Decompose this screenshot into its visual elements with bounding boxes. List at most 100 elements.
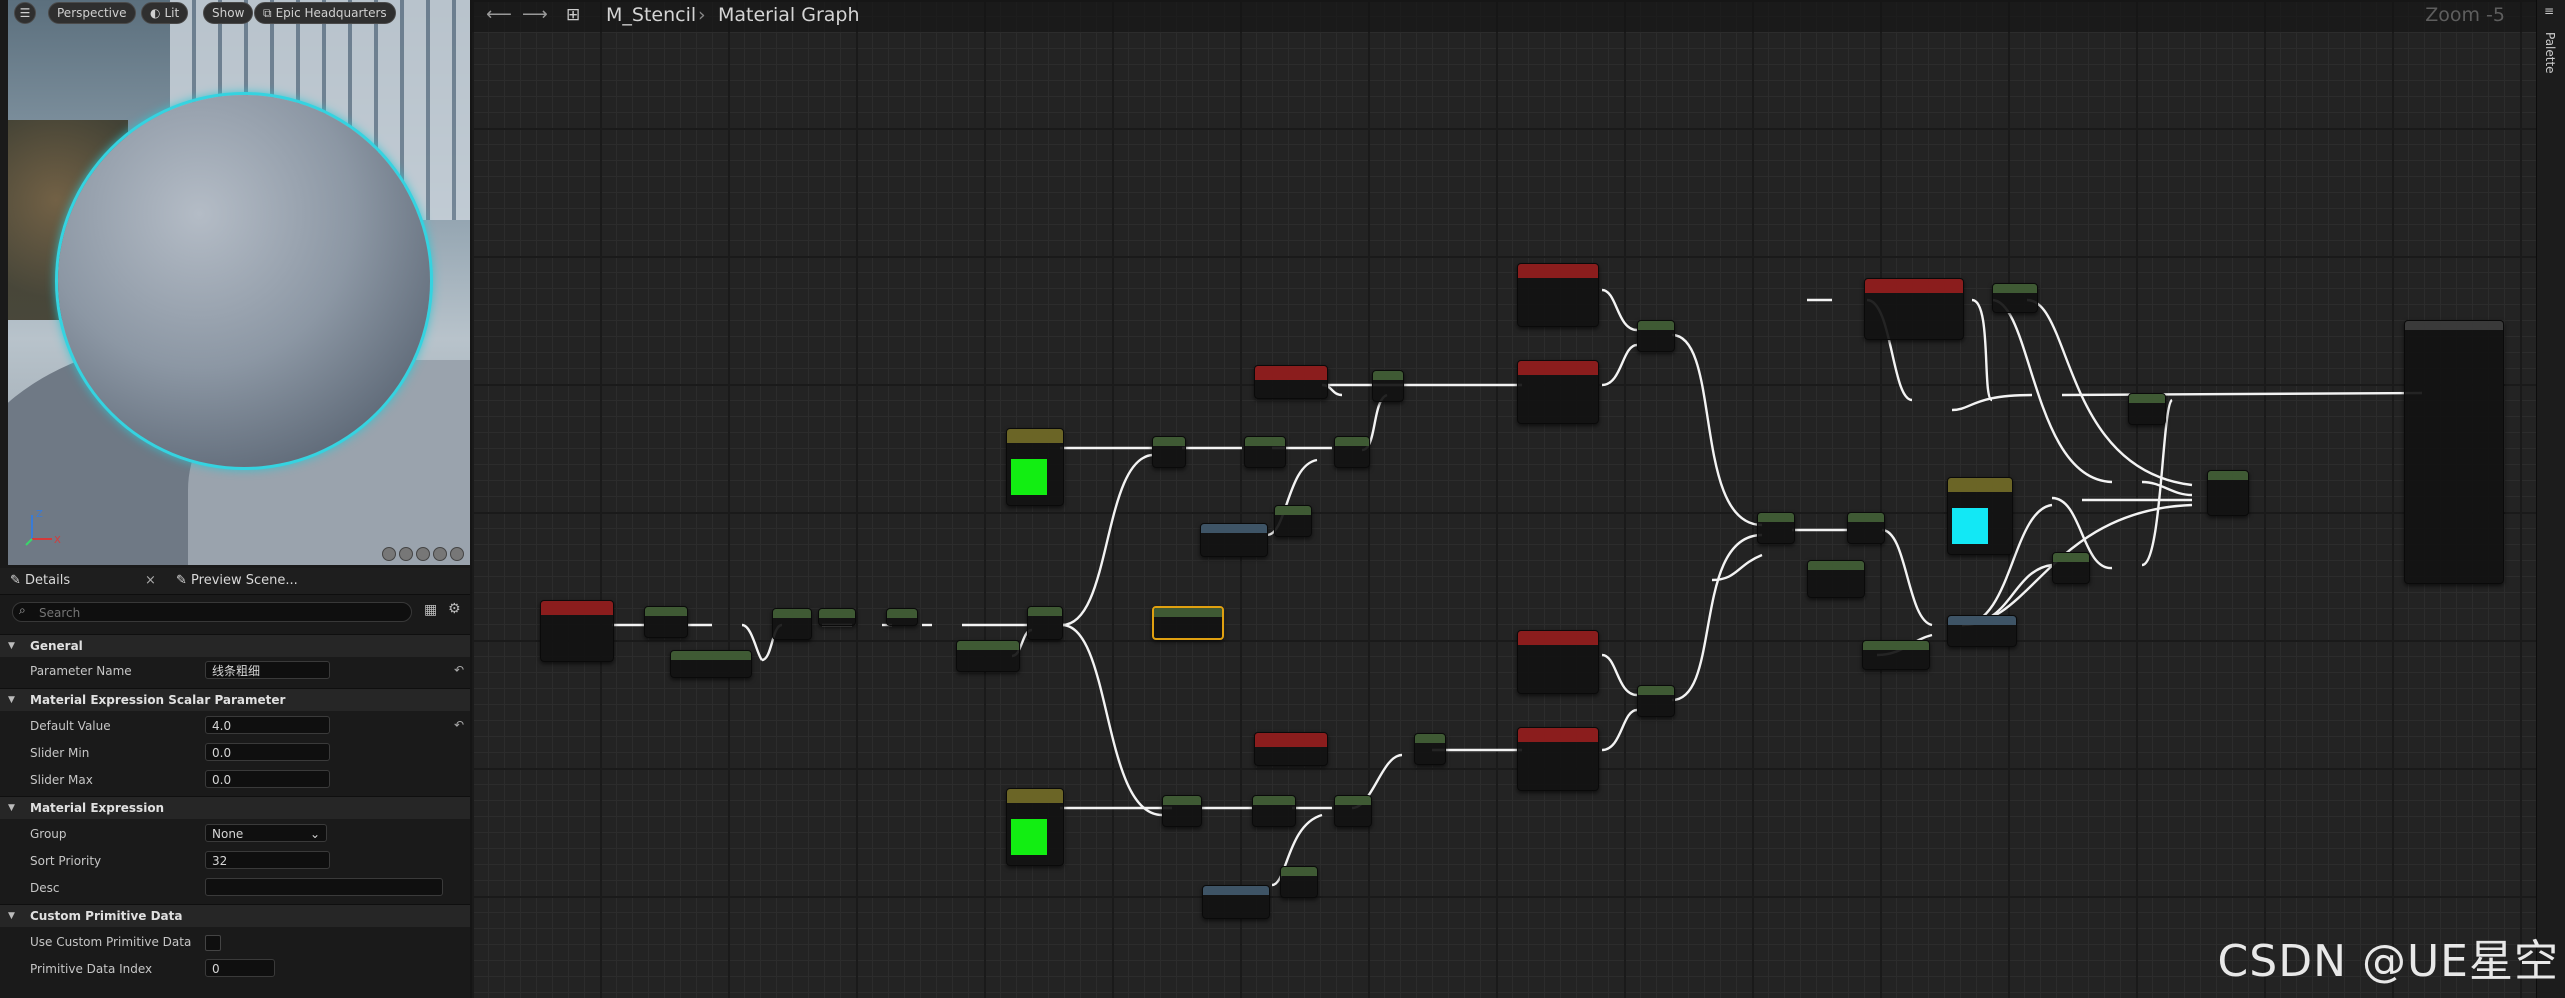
search-icon: ⌕ [19, 603, 26, 617]
node-material-output[interactable] [2404, 320, 2504, 584]
node-saturate[interactable] [818, 608, 856, 626]
table-view-icon[interactable]: ▦ [424, 602, 438, 618]
breadcrumb-separator-icon: › [698, 4, 706, 26]
reset-arrow-icon[interactable]: ↶ [454, 718, 465, 732]
collapse-arrow-icon: ▼ [8, 695, 15, 705]
node-mask[interactable] [1992, 283, 2038, 313]
node-lerp[interactable] [2128, 393, 2166, 425]
slider-min-field[interactable]: 0.0 [205, 743, 330, 761]
node-vector-parameter-top[interactable] [1006, 428, 1064, 506]
forward-arrow-icon[interactable]: ⟶ [522, 4, 548, 25]
preview-shape-toolbar [382, 547, 464, 561]
node-vector-parameter-bottom[interactable] [1006, 788, 1064, 866]
cylinder-shape-icon[interactable] [382, 547, 396, 561]
material-graph-icon: ⊞ [566, 5, 581, 25]
node-divide-bottom[interactable] [1280, 866, 1318, 898]
palette-sidebar[interactable]: Palette ≡ [2536, 0, 2565, 998]
node-scene-texture-1[interactable] [1517, 263, 1599, 327]
node-add-top[interactable] [1334, 436, 1370, 468]
section-scalar-parameter[interactable]: ▼ Material Expression Scalar Parameter [0, 688, 470, 711]
node-scalar-parameter[interactable] [670, 650, 752, 678]
node-add-bottom-2[interactable] [1414, 733, 1446, 765]
primitive-data-index-field[interactable]: 0 [205, 959, 275, 977]
green-swatch [1011, 459, 1047, 495]
panel-tabs: ✎ Details × ✎ Preview Scene... [0, 568, 470, 595]
tab-preview-scene[interactable]: ✎ Preview Scene... [176, 573, 298, 588]
watermark-text: CSDN @UE星空 [2217, 936, 2559, 987]
preview-sphere [58, 95, 430, 467]
details-search[interactable]: ⌕ [12, 602, 412, 622]
node-multiply-2[interactable] [1027, 606, 1063, 640]
node-scene-texture-scene-depth[interactable] [540, 600, 614, 662]
node-custom-expression[interactable] [1947, 615, 2017, 647]
node-scalar-param-2[interactable] [956, 640, 1020, 672]
details-close-icon[interactable]: × [145, 573, 156, 588]
node-vector-parameter-cyan[interactable] [1947, 477, 2013, 555]
section-material-expression[interactable]: ▼ Material Expression [0, 796, 470, 819]
row-sort-priority: Sort Priority 32 [0, 847, 470, 874]
row-primitive-data-index: Primitive Data Index 0 [0, 955, 470, 982]
parameter-name-field[interactable]: 线条粗细 [205, 661, 330, 679]
node-scene-texture-2[interactable] [1517, 360, 1599, 424]
node-add-bottom[interactable] [1334, 795, 1372, 827]
scene-button[interactable]: ⧉ Epic Headquarters [254, 2, 396, 24]
back-arrow-icon[interactable]: ⟵ [486, 4, 512, 25]
desc-field[interactable] [205, 878, 443, 896]
material-graph-canvas[interactable]: ⟵ ⟶ ⊞ M_Stencil › Material Graph Zoom -5… [472, 0, 2565, 998]
lit-sphere-icon: ◐ [150, 6, 161, 20]
node-max-merge[interactable] [1757, 512, 1795, 544]
plane-shape-icon[interactable] [416, 547, 430, 561]
tab-details[interactable]: ✎ Details [10, 573, 71, 588]
node-scene-texture-3[interactable] [1517, 630, 1599, 694]
node-add-top-2[interactable] [1372, 370, 1404, 402]
teapot-shape-icon[interactable] [450, 547, 464, 561]
cube-shape-icon[interactable] [433, 547, 447, 561]
node-append-top[interactable] [1244, 436, 1286, 468]
default-value-field[interactable]: 4.0 [205, 716, 330, 734]
show-button[interactable]: Show [203, 2, 254, 24]
node-scene-texture-postprocess[interactable] [1864, 278, 1964, 340]
node-multiply-right[interactable] [2052, 552, 2090, 584]
node-screen-resolution-bottom[interactable] [1202, 885, 1270, 919]
section-custom-primitive-data[interactable]: ▼ Custom Primitive Data [0, 904, 470, 927]
reset-arrow-icon[interactable]: ↶ [454, 663, 465, 677]
pencil-icon: ✎ [176, 573, 187, 588]
slider-max-field[interactable]: 0.0 [205, 770, 330, 788]
use-custom-primitive-checkbox[interactable] [205, 935, 221, 951]
graph-toolbar: ⟵ ⟶ ⊞ M_Stencil › Material Graph [472, 0, 2565, 32]
svg-text:Z: Z [36, 509, 43, 520]
node-scalar-constant[interactable] [1807, 560, 1865, 598]
node-append-bottom[interactable] [1252, 795, 1296, 827]
palette-menu-icon[interactable]: ≡ [2544, 4, 2555, 18]
settings-gear-icon[interactable]: ⚙ [448, 601, 461, 617]
green-swatch [1011, 819, 1047, 855]
node-divide-top[interactable] [1274, 505, 1312, 537]
node-texcoord-top[interactable] [1254, 365, 1328, 399]
node-selected-scalar-parameter[interactable] [1152, 606, 1224, 640]
node-subtract-merge[interactable] [1847, 512, 1885, 544]
breadcrumb-root[interactable]: M_Stencil [606, 4, 697, 26]
node-multiply[interactable] [644, 606, 688, 638]
node-max-bottom[interactable] [1637, 685, 1675, 717]
section-general[interactable]: ▼ General [0, 634, 470, 657]
node-oneminus[interactable] [886, 608, 918, 626]
node-multiply-bottom[interactable] [1162, 795, 1202, 827]
node-scalar-param-3[interactable] [1862, 640, 1930, 670]
preview-viewport[interactable]: ☰ Perspective ◐ Lit Show ⧉ Epic Headquar… [8, 0, 470, 565]
viewport-menu-button[interactable]: ☰ [14, 2, 36, 24]
node-max-top[interactable] [1637, 320, 1675, 352]
pencil-icon: ✎ [10, 573, 21, 588]
lit-button[interactable]: ◐ Lit [141, 2, 189, 24]
node-append-alpha[interactable] [2207, 470, 2249, 516]
node-scene-texture-4[interactable] [1517, 727, 1599, 791]
node-screen-resolution-top[interactable] [1200, 523, 1268, 557]
group-dropdown[interactable]: None ⌄ [205, 824, 327, 842]
node-texcoord-bottom[interactable] [1254, 732, 1328, 766]
node-multiply-top[interactable] [1152, 436, 1186, 468]
row-default-value: Default Value 4.0 ↶ [30, 716, 465, 734]
sort-priority-field[interactable]: 32 [205, 851, 330, 869]
search-input[interactable] [37, 604, 401, 622]
sphere-shape-icon[interactable] [399, 547, 413, 561]
perspective-button[interactable]: Perspective [48, 2, 136, 24]
node-subtract[interactable] [772, 608, 812, 640]
